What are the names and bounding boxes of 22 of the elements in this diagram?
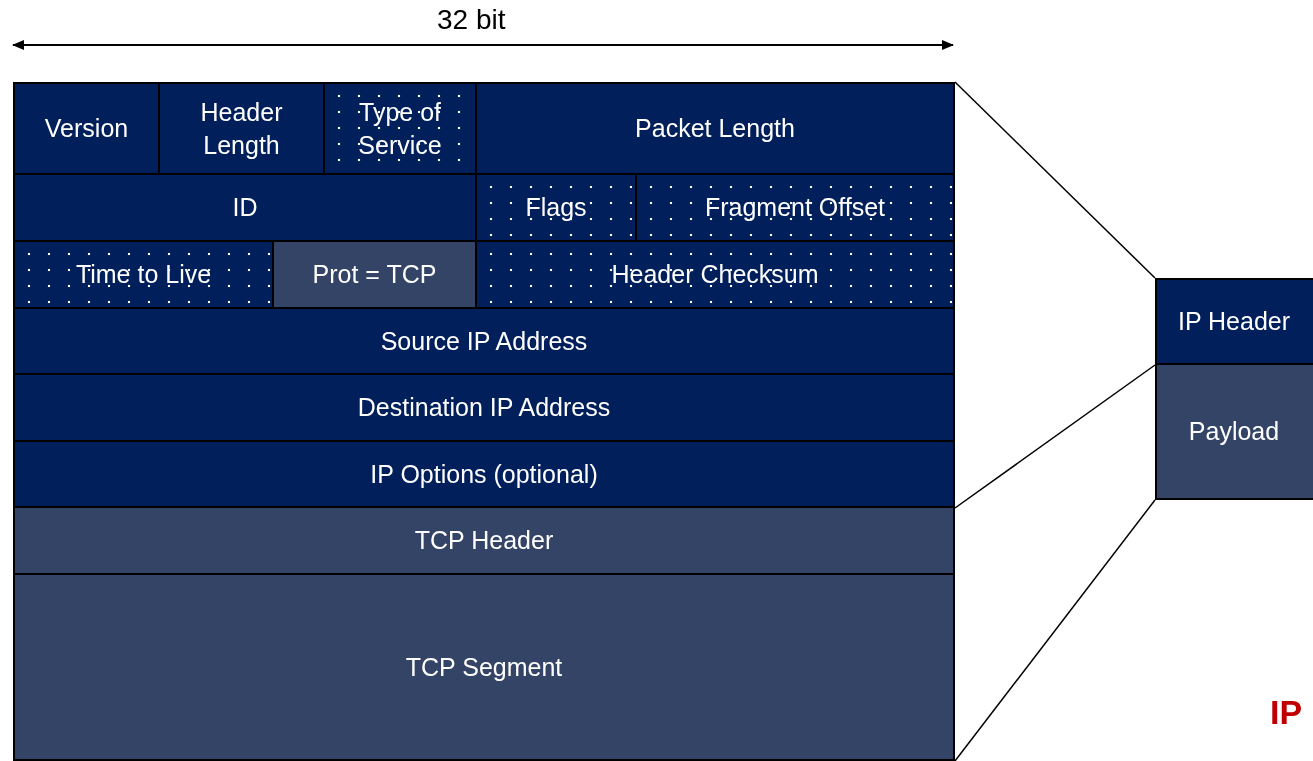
field-cell: Source IP Address	[13, 307, 955, 375]
dimension-label: 32 bit	[437, 4, 506, 36]
field-cell: Flags	[475, 173, 637, 242]
field-cell: Version	[13, 82, 160, 175]
field-cell: TCP Segment	[13, 573, 955, 761]
field-cell: Header Checksum	[475, 240, 955, 309]
field-cell: Prot = TCP	[272, 240, 477, 309]
field-cell: TCP Header	[13, 506, 955, 575]
header-block: IP Header	[1155, 278, 1313, 365]
field-cell: IP Options (optional)	[13, 440, 955, 508]
field-cell: Header Length	[158, 82, 325, 175]
section-title: IP	[1270, 693, 1303, 732]
field-cell: Type of Service	[323, 82, 477, 175]
field-cell: Fragment Offset	[635, 173, 955, 242]
zoom-line	[954, 499, 1156, 761]
zoom-line	[954, 364, 1156, 509]
zoom-line	[954, 81, 1156, 279]
field-cell: Packet Length	[475, 82, 955, 175]
field-cell: Destination IP Address	[13, 373, 955, 442]
payload-block: Payload	[1155, 363, 1313, 500]
field-cell: ID	[13, 173, 477, 242]
field-cell: Time to Live	[13, 240, 274, 309]
